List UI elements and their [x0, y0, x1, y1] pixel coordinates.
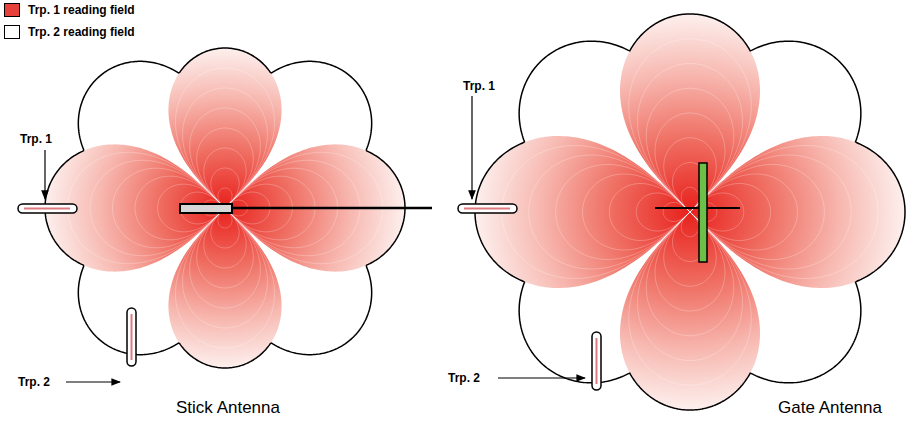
leader-arrow — [66, 381, 120, 382]
transponder — [458, 204, 517, 213]
leader-arrow — [44, 150, 45, 199]
transponder-label: Trp. 1 — [20, 132, 52, 146]
legend-text: Trp. 2 reading field — [28, 25, 135, 39]
stick-antenna-rod — [180, 204, 232, 213]
antenna-caption: Stick Antenna — [176, 398, 280, 418]
legend-swatch — [4, 3, 20, 17]
transponder-label: Trp. 2 — [448, 371, 480, 385]
gate-antenna-panel — [699, 163, 707, 262]
legend-text: Trp. 1 reading field — [28, 3, 135, 17]
trp1-reading-field — [475, 14, 905, 410]
leader-arrow — [498, 377, 585, 378]
antennas-and-transponders — [18, 96, 740, 390]
trp2-reading-field-outline — [475, 14, 905, 410]
legend-swatch — [4, 25, 20, 39]
gate-wire — [655, 207, 700, 209]
gate-wire — [707, 207, 740, 209]
transponder — [127, 308, 136, 366]
trp2-reading-field-fill — [475, 14, 905, 410]
leader-arrow — [471, 96, 472, 199]
antenna-cable — [232, 207, 432, 210]
antenna-caption: Gate Antenna — [778, 398, 882, 418]
gate-antenna-figure — [475, 14, 905, 410]
transponder — [592, 332, 601, 390]
transponder-label: Trp. 2 — [18, 375, 50, 389]
field-band — [502, 39, 878, 386]
transponder — [18, 204, 77, 213]
transponder-label: Trp. 1 — [463, 79, 495, 93]
